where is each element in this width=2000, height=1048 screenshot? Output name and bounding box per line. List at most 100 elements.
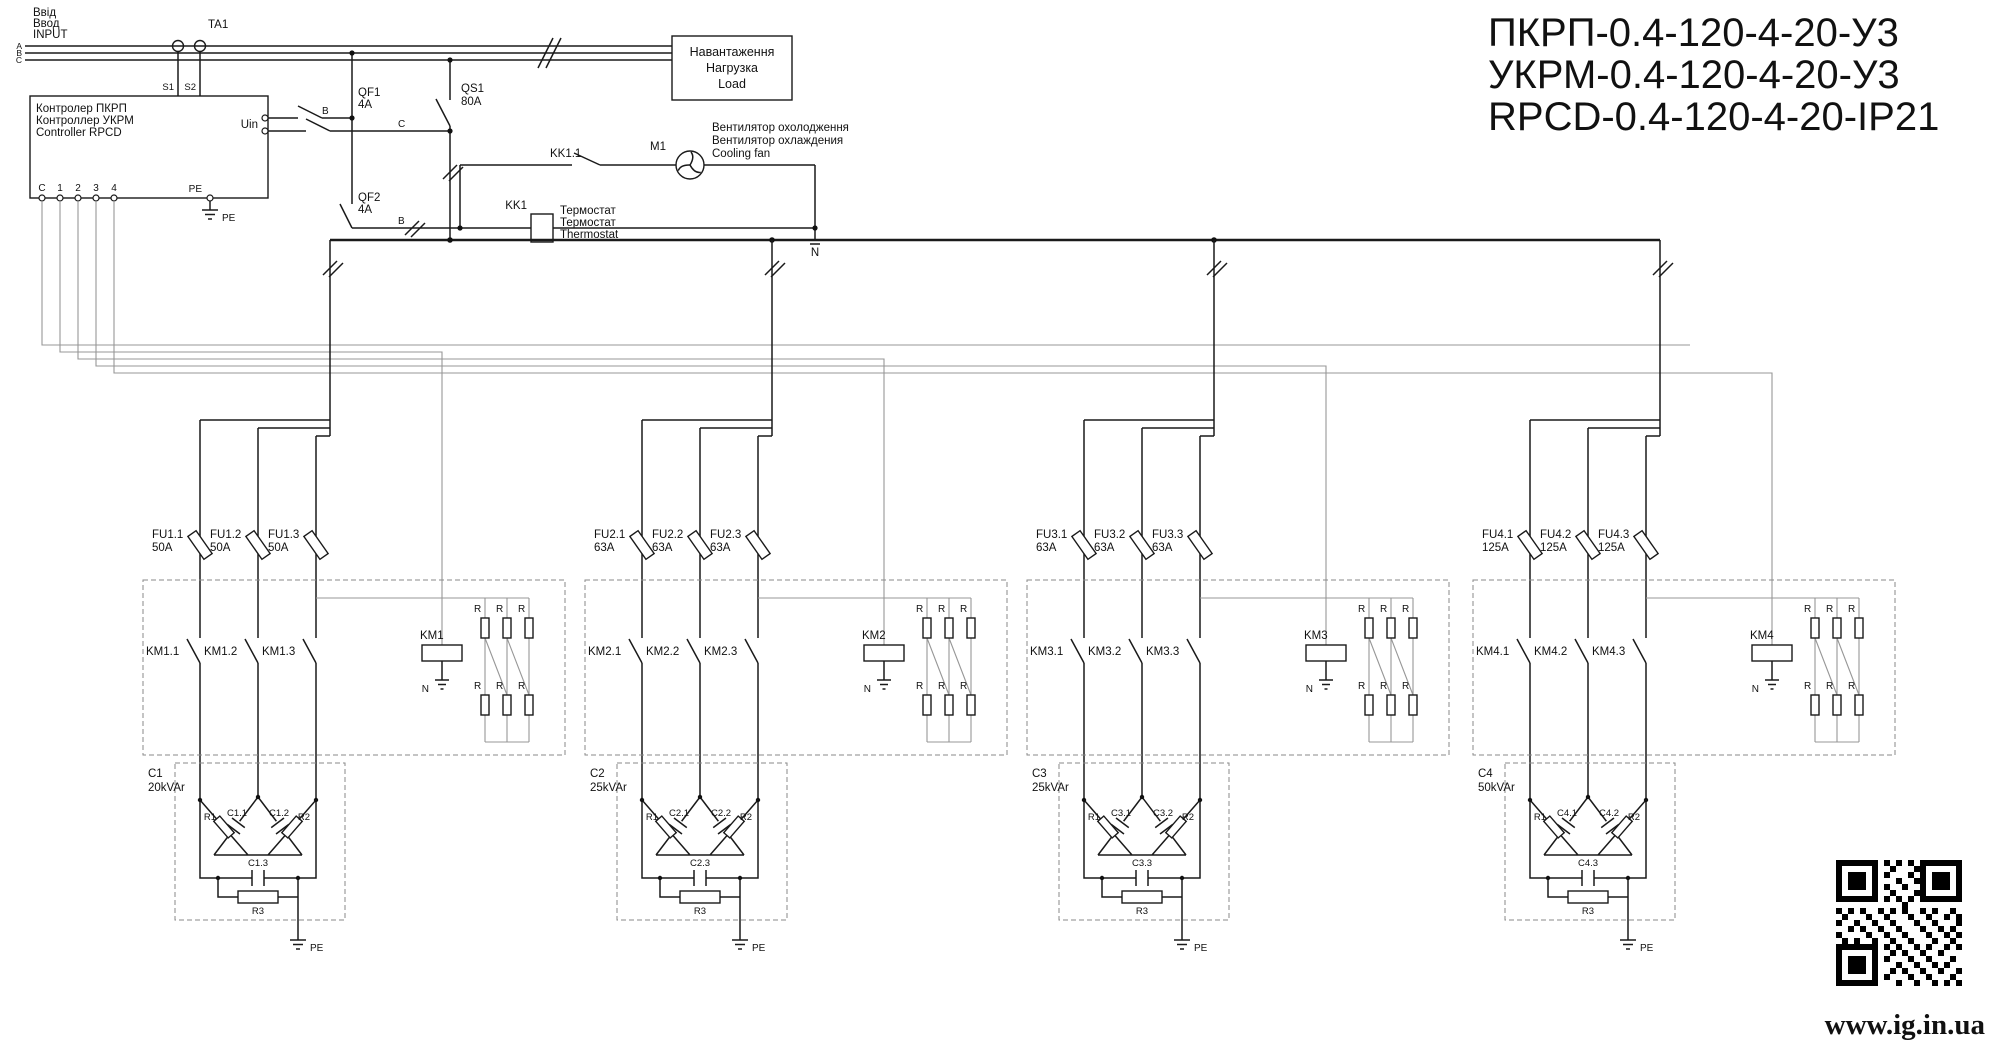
resistor-symbol	[1164, 815, 1188, 839]
fuse-label: FU4.1	[1482, 529, 1513, 541]
contact-label: KM3.2	[1088, 646, 1121, 658]
resistor-symbol	[212, 815, 236, 839]
contactor-contact-symbols	[628, 638, 759, 664]
resistor-symbol	[1386, 617, 1396, 639]
fuse-rating: 50A	[152, 542, 173, 554]
conductor-count-mark	[322, 260, 344, 278]
phase-c-label: C	[16, 55, 22, 65]
qf1-rating: 4A	[358, 99, 372, 111]
bank-power: 20kVAr	[148, 782, 185, 794]
capacitor-label: C4.1	[1557, 808, 1577, 819]
fuse-label: FU3.3	[1152, 529, 1183, 541]
resistor-symbol	[679, 890, 721, 904]
contact-label: KM3.3	[1146, 646, 1179, 658]
uin-terminal	[261, 127, 269, 135]
fan-circuit-wires	[459, 152, 823, 245]
discharge-network-wiring	[1646, 597, 1860, 743]
qr-modules	[1836, 860, 1962, 986]
qs1-rating: 80A	[461, 96, 482, 108]
fuse-rating: 125A	[1540, 542, 1567, 554]
discharge-resistor-label: R	[518, 681, 525, 692]
neutral-label: N	[422, 684, 429, 695]
discharge-resistor-label: R	[518, 604, 525, 615]
resistor-label: R2	[740, 812, 752, 823]
conductor-count-mark	[537, 37, 562, 69]
title-line-3: RPCD-0.4-120-4-20-IP21	[1488, 95, 1939, 139]
discharge-resistor-label: R	[1380, 604, 1387, 615]
resistor-symbol	[1121, 890, 1163, 904]
contactor-contact-symbols	[186, 638, 317, 664]
fuse-label: FU3.2	[1094, 529, 1125, 541]
thermostat-text-ru: Термостат	[560, 217, 617, 229]
ct-s1-label: S1	[162, 82, 174, 93]
capacitor-label: C2.1	[669, 808, 689, 819]
terminal-circle	[92, 194, 100, 202]
qf2-label: QF2	[358, 192, 380, 204]
ct-label: TA1	[208, 19, 228, 31]
discharge-resistor-label: R	[1402, 681, 1409, 692]
pe-label: PE	[222, 213, 236, 224]
discharge-resistor-label: R	[1804, 681, 1811, 692]
terminal-circle	[110, 194, 118, 202]
bank-name: C1	[148, 768, 163, 780]
contactor-module-outline	[1026, 579, 1450, 756]
discharge-resistor-label: R	[938, 681, 945, 692]
thermostat-label: KK1	[505, 200, 527, 212]
discharge-resistor-label: R	[1358, 604, 1365, 615]
resistor-symbol	[1408, 617, 1418, 639]
discharge-resistor-label: R	[1358, 681, 1365, 692]
resistor-label: R3	[694, 906, 706, 917]
resistor-symbol	[1854, 617, 1864, 639]
resistor-label: R1	[646, 812, 658, 823]
discharge-network-wiring	[1200, 597, 1414, 743]
capacitor-module-outline	[1504, 762, 1676, 921]
contactor-coil-symbol	[421, 644, 463, 662]
discharge-resistor-label: R	[1402, 604, 1409, 615]
qf1-label: QF1	[358, 87, 380, 99]
resistor-symbol	[524, 617, 534, 639]
controller-terminal-c: C	[38, 183, 45, 194]
controller-box	[29, 95, 269, 199]
fuse-symbol	[244, 529, 272, 561]
bank-power: 50kVAr	[1478, 782, 1515, 794]
resistor-symbol	[1854, 694, 1864, 716]
discharge-resistor-label: R	[916, 604, 923, 615]
discharge-resistor-label: R	[960, 604, 967, 615]
capacitor-symbol	[251, 870, 265, 886]
fuse-rating: 63A	[1036, 542, 1057, 554]
website-label: www.ig.in.ua	[1825, 1009, 1986, 1041]
neutral-ground-symbol	[435, 679, 449, 690]
fuse-rating: 50A	[268, 542, 289, 554]
contact-label: KM1.3	[262, 646, 295, 658]
capacitor-module-outline	[1058, 762, 1230, 921]
qr-finder-top-left	[1836, 860, 1878, 902]
discharge-network-wiring	[758, 597, 972, 743]
controller-label-ru: Контроллер УКРМ	[36, 115, 134, 127]
resistor-symbol	[654, 815, 678, 839]
contact-label: KM4.1	[1476, 646, 1509, 658]
fuse-symbol	[1516, 529, 1544, 561]
load-box	[671, 35, 793, 101]
discharge-resistor-label: R	[1380, 681, 1387, 692]
contactor-coil-symbol	[1305, 644, 1347, 662]
capacitor-branch-1: FU1.1 50A FU1.2 50A FU1.3 50A KM1.1 KM1.…	[142, 240, 566, 954]
input-label-ru: Ввод	[33, 18, 60, 30]
resistor-symbol	[922, 694, 932, 716]
capacitor-label: C4.3	[1578, 858, 1598, 869]
capacitor-module-outline	[174, 762, 346, 921]
resistor-symbol	[502, 694, 512, 716]
resistor-label: R1	[1088, 812, 1100, 823]
resistor-symbol	[722, 815, 746, 839]
neutral-label: N	[864, 684, 871, 695]
resistor-symbol	[1832, 694, 1842, 716]
fan-motor-label: M1	[650, 141, 666, 153]
resistor-symbol	[480, 694, 490, 716]
resistor-label: R3	[1136, 906, 1148, 917]
fuse-symbol	[1632, 529, 1660, 561]
discharge-resistor-label: R	[474, 604, 481, 615]
capacitor-branch-4: FU4.1 125A FU4.2 125A FU4.3 125A KM4.1 K…	[1472, 240, 1896, 954]
discharge-network-wiring	[316, 597, 530, 743]
bank-name: C3	[1032, 768, 1047, 780]
fuse-rating: 63A	[594, 542, 615, 554]
